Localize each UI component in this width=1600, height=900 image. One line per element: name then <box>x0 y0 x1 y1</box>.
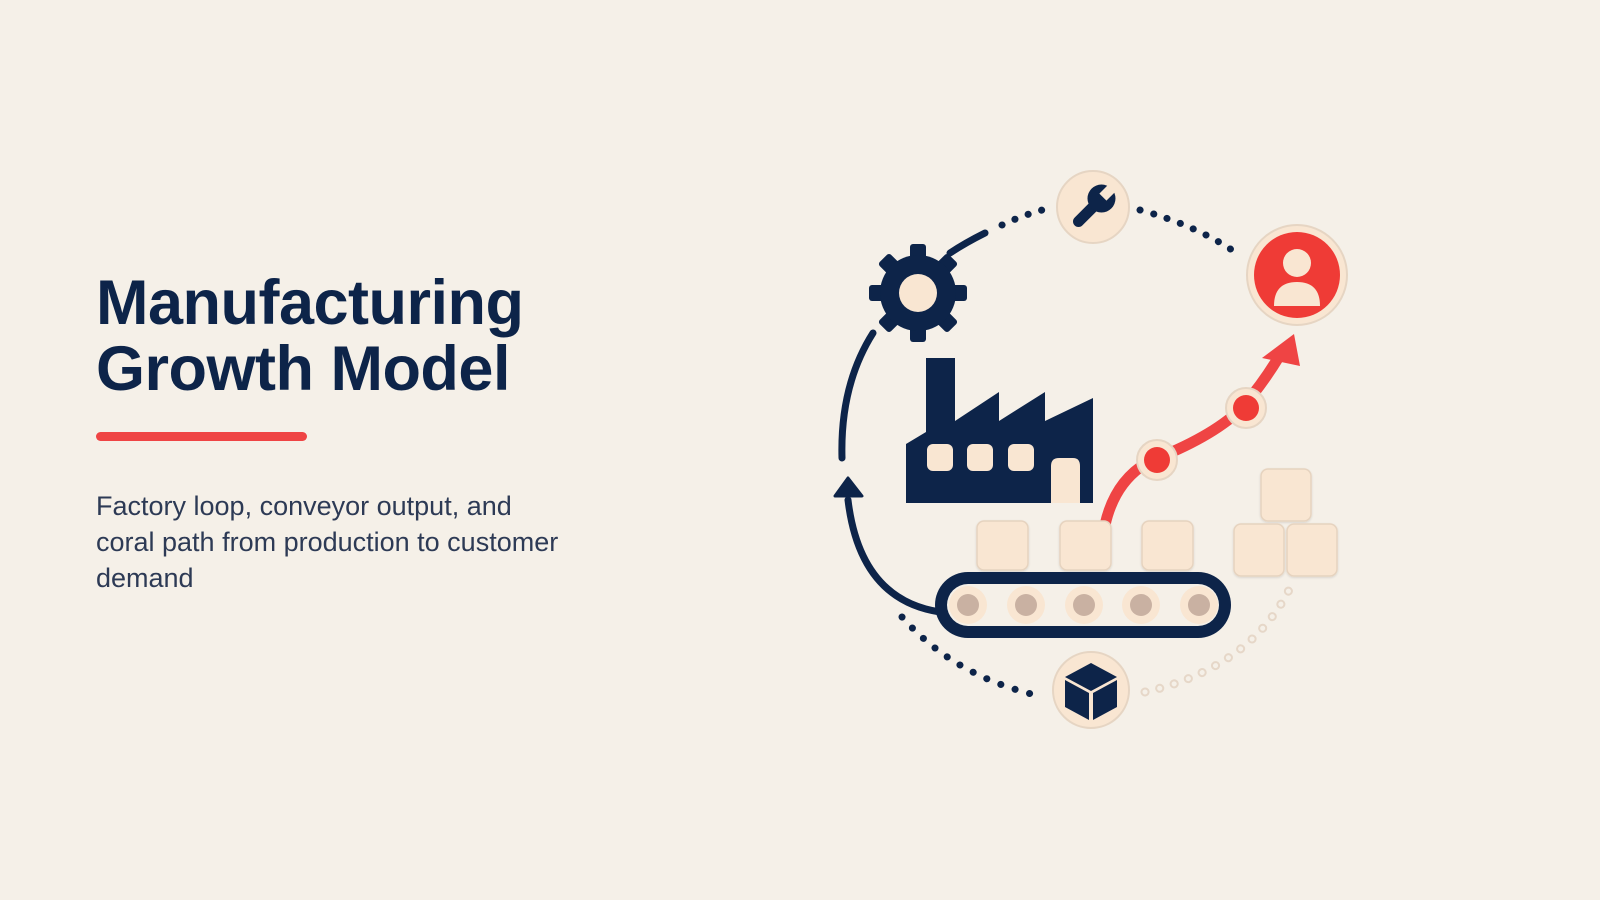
loop-arc-top-left <box>946 204 1054 257</box>
customer-node <box>1246 224 1348 326</box>
product-box <box>1233 523 1285 577</box>
title-line-1: Manufacturing <box>96 268 524 338</box>
loop-return-arrow <box>833 476 944 616</box>
person-icon <box>1274 249 1320 306</box>
product-box <box>976 520 1029 571</box>
package-node <box>1052 651 1130 729</box>
loop-arc-bottom-left <box>898 613 1044 700</box>
wrench-node <box>1056 170 1130 244</box>
factory-icon <box>906 358 1093 503</box>
title-line-2: Growth Model <box>96 334 510 404</box>
conveyor-rollers <box>949 586 1218 624</box>
title-accent-bar <box>96 432 307 441</box>
stacked-boxes <box>1233 468 1338 577</box>
conveyor-boxes <box>976 520 1194 571</box>
product-box <box>1141 520 1194 571</box>
wrench-icon <box>1073 182 1118 227</box>
page-title: Manufacturing Growth Model <box>96 270 524 402</box>
product-box <box>1286 523 1338 577</box>
box-icon <box>1065 663 1117 720</box>
product-box <box>1059 520 1112 571</box>
subtitle: Factory loop, conveyor output, and coral… <box>96 491 559 593</box>
loop-arc-top-right <box>1136 206 1239 256</box>
gear-icon <box>869 244 967 342</box>
product-box <box>1260 468 1312 522</box>
loop-arc-left <box>838 329 877 462</box>
growth-arrow <box>1099 334 1300 531</box>
conveyor-icon <box>935 572 1231 638</box>
